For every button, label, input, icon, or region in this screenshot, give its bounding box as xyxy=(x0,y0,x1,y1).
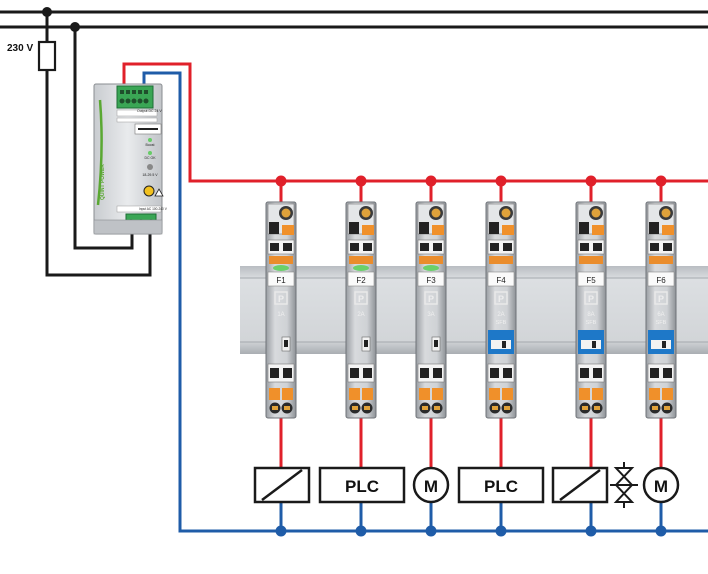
load-motor-2 xyxy=(642,466,680,504)
breaker-rating: 1A xyxy=(277,312,284,318)
load-plc-2 xyxy=(457,466,545,504)
breaker-tag: F4 xyxy=(496,276,506,285)
breaker-f1: F1P 1A xyxy=(265,175,297,537)
plc-label-1: PLC xyxy=(345,477,379,496)
junction-negative xyxy=(495,525,507,537)
breaker-f2: F2P 2A xyxy=(345,175,377,537)
breaker-tag: F6 xyxy=(656,276,666,285)
psu-dc-ok-label: DC OK xyxy=(144,156,156,160)
fuse-icon xyxy=(37,40,57,72)
breaker-f4: F4P 2A SFB xyxy=(485,175,517,537)
psu-brand: QUINT POWER xyxy=(100,164,106,200)
phoenix-p-icon xyxy=(354,291,368,305)
ac-junction-n xyxy=(70,22,80,32)
phoenix-p-icon xyxy=(494,291,508,305)
plc-label-2: PLC xyxy=(484,477,518,496)
psu-output-terminals xyxy=(116,85,154,109)
status-led-icon xyxy=(273,265,289,271)
junction-negative xyxy=(355,525,367,537)
svg-text:P: P xyxy=(588,294,594,304)
phoenix-p-icon xyxy=(274,291,288,305)
svg-text:P: P xyxy=(658,294,664,304)
breaker-subtype: SFB xyxy=(656,320,667,326)
positive-bus xyxy=(122,62,708,183)
junction-negative xyxy=(275,525,287,537)
breaker-f3: F3P 3A xyxy=(415,175,447,537)
ac-junction-l1 xyxy=(42,7,52,17)
breaker-f5: F5P 8A SFB xyxy=(575,175,607,537)
breaker-rating: 6A xyxy=(657,312,664,318)
breaker-rating: 2A xyxy=(357,312,364,318)
motor-label-2: M xyxy=(654,477,668,496)
ac-lines xyxy=(0,10,708,277)
voltage-adjust-knob xyxy=(147,164,153,170)
junction-positive xyxy=(585,175,597,187)
junction-negative xyxy=(585,525,597,537)
power-supply-unit xyxy=(93,83,164,235)
junction-negative xyxy=(425,525,437,537)
svg-text:P: P xyxy=(498,294,504,304)
phoenix-p-icon xyxy=(424,291,438,305)
junction-positive xyxy=(655,175,667,187)
breaker-tag: F1 xyxy=(276,276,286,285)
breaker-rating: 8A xyxy=(587,312,594,318)
junction-positive xyxy=(355,175,367,187)
breaker-subtype: SFB xyxy=(586,320,597,326)
svg-text:P: P xyxy=(428,294,434,304)
psu-output-label: Output DC 24 V xyxy=(137,109,162,113)
breaker-tag: F2 xyxy=(356,276,366,285)
din-rail xyxy=(240,266,708,354)
junction-positive xyxy=(275,175,287,187)
breaker-row: F1P 1A F2P 2A F3P 3A F4P 2A SFB F5P 8A SFB F6P 6A SFB xyxy=(265,175,677,537)
load-plc-1 xyxy=(318,466,406,504)
phoenix-p-icon xyxy=(584,291,598,305)
psu-feed-l xyxy=(45,12,152,277)
breaker-f6: F6P 6A SFB xyxy=(645,175,677,537)
status-led-icon xyxy=(353,265,369,271)
psu-voltage-range: 18-29.5 V xyxy=(142,173,158,177)
svg-text:P: P xyxy=(278,294,284,304)
load-motor-1 xyxy=(412,466,450,504)
warning-icon xyxy=(154,188,164,197)
junction-negative xyxy=(655,525,667,537)
svg-text:P: P xyxy=(358,294,364,304)
motor-label-1: M xyxy=(424,477,438,496)
psu-feed-n xyxy=(73,27,134,250)
psu-green-swoosh xyxy=(96,99,103,206)
phoenix-p-icon xyxy=(654,291,668,305)
junction-positive xyxy=(425,175,437,187)
breaker-tag: F3 xyxy=(426,276,436,285)
psu-input-label: Input AC 100-240 V xyxy=(139,207,168,211)
loads xyxy=(253,462,680,508)
load-relay-coil-1 xyxy=(253,466,311,504)
breaker-subtype: SFB xyxy=(496,320,507,326)
breaker-rating: 3A xyxy=(427,312,434,318)
psu-boost-label: Boost xyxy=(146,143,155,147)
junction-positive xyxy=(495,175,507,187)
breaker-rating: 2A xyxy=(497,312,504,318)
status-led-icon xyxy=(423,265,439,271)
load-valve-icon xyxy=(610,462,638,508)
ex-icon xyxy=(143,185,155,197)
load-valve-coil xyxy=(551,466,609,504)
breaker-tag: F5 xyxy=(586,276,596,285)
voltage-label: 230 V xyxy=(7,43,33,54)
